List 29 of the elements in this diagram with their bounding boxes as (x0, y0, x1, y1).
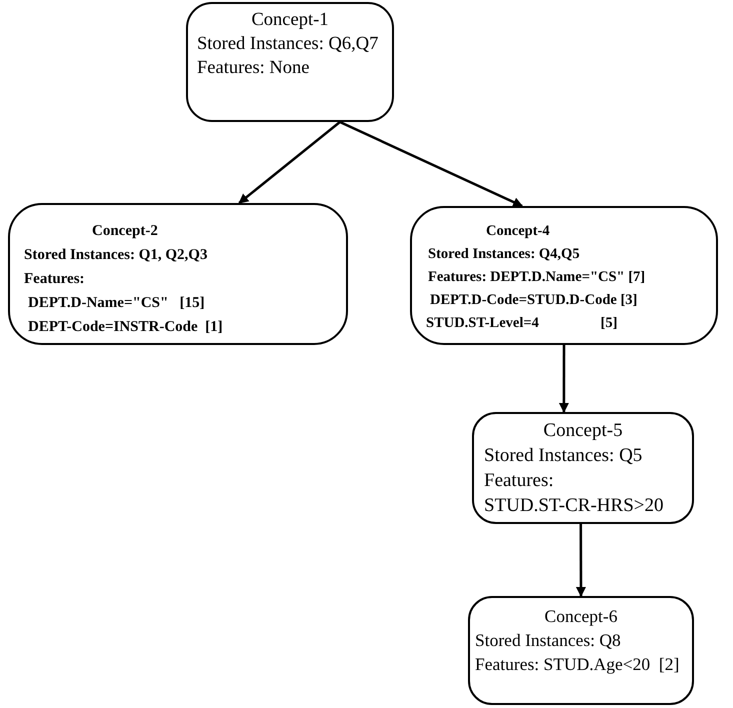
concept-text: Stored Instances: Q8 (475, 629, 621, 652)
arrow (558, 345, 569, 413)
concept-text: Stored Instances: Q4,Q5 (427, 245, 580, 264)
concept-title: Concept-6 (544, 605, 618, 628)
concept-text: STUD.ST-CR-HRS>20 (484, 494, 664, 518)
concept-text: DEPT.D-Code=STUD.D-Code [3] (429, 291, 638, 310)
concept-text: DEPT.D-Name="CS" [15] (27, 294, 205, 313)
concept-text: Stored Instances: Q6,Q7 (197, 33, 378, 56)
concept-box (468, 596, 694, 705)
concept-text: Features: STUD.Age<20 [2] (475, 653, 680, 676)
concept-box (8, 203, 348, 345)
arrow (238, 121, 341, 204)
concept-text: Features: None (197, 57, 310, 80)
concept-title: Concept-2 (91, 222, 158, 241)
concept-text: Features: DEPT.D.Name="CS" [7] (427, 268, 646, 287)
concept-text: STUD.ST-Level=4 [5] (426, 314, 618, 333)
concept-title: Concept-4 (485, 222, 550, 241)
concept-text: Features: (24, 270, 85, 289)
concept-text: Stored Instances: Q1, Q2,Q3 (24, 246, 208, 265)
concept-text: DEPT-Code=INSTR-Code [1] (27, 318, 223, 337)
concept-box (186, 2, 394, 122)
arrow (576, 524, 586, 597)
concept-box (472, 412, 694, 524)
arrow (339, 120, 524, 208)
concept-text: Features: (484, 469, 554, 493)
concept-box (410, 206, 718, 345)
concept-text: Stored Instances: Q5 (484, 444, 642, 468)
concept-title: Concept-1 (251, 9, 329, 32)
concept-title: Concept-5 (543, 419, 623, 443)
